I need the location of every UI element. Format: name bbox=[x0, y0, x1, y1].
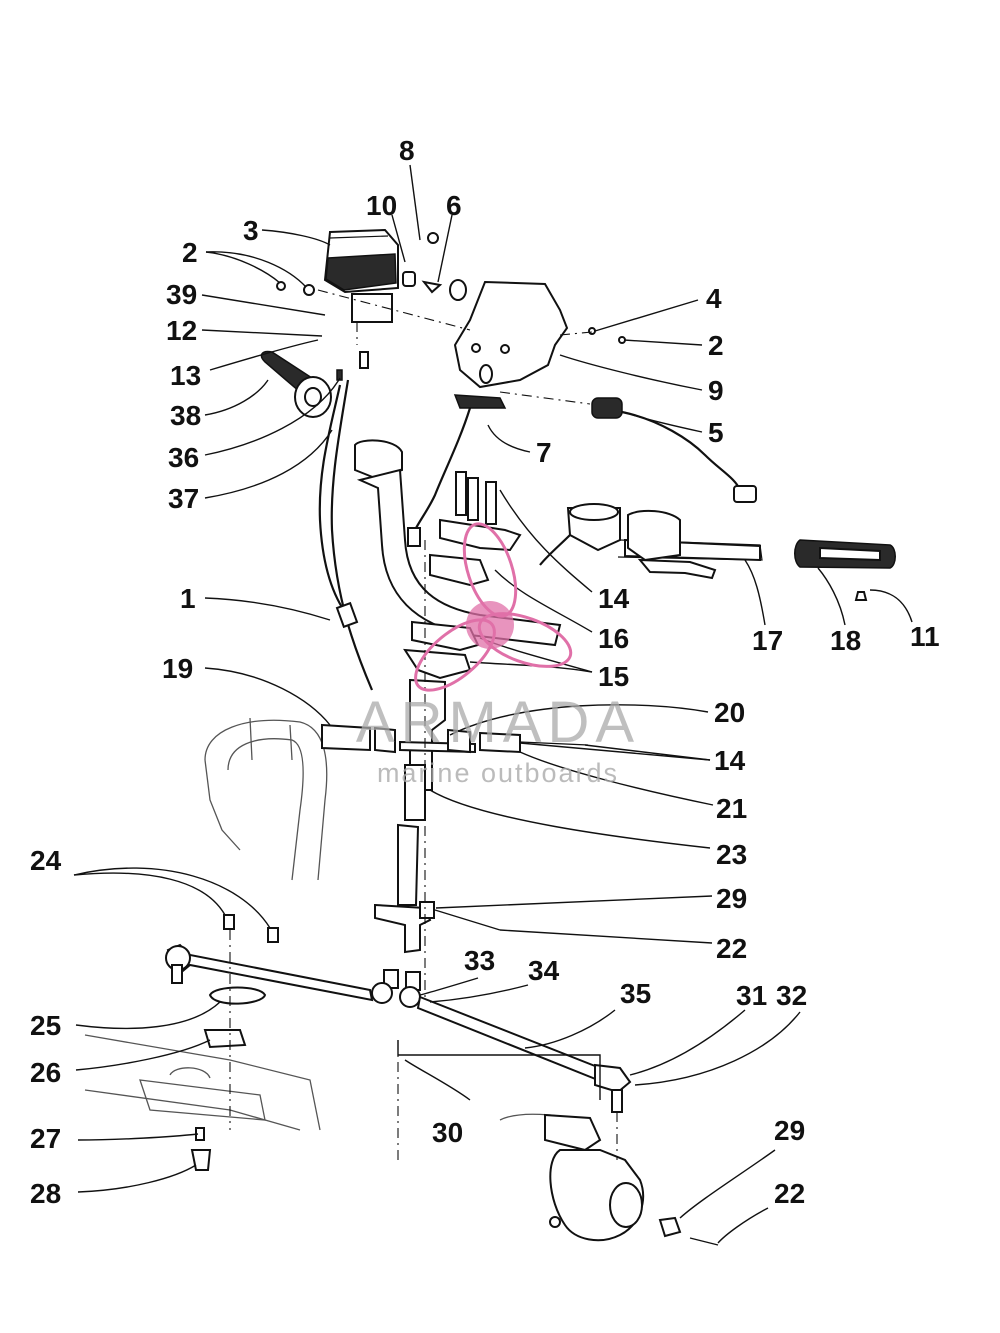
callout-33: 33 bbox=[464, 945, 495, 976]
callout-11: 11 bbox=[910, 621, 940, 652]
chassis-frame bbox=[84, 717, 328, 1131]
callout-17: 17 bbox=[752, 625, 783, 656]
callout-14-lower: 14 bbox=[714, 745, 746, 776]
cables bbox=[318, 379, 374, 691]
callout-7: 7 bbox=[536, 437, 552, 468]
callout-36: 36 bbox=[168, 442, 199, 473]
left-grip-and-throttle bbox=[260, 350, 369, 418]
callout-12: 12 bbox=[166, 315, 197, 346]
callout-26: 26 bbox=[30, 1057, 61, 1088]
callout-23: 23 bbox=[716, 839, 747, 870]
watermark-tagline: marine outboards bbox=[377, 758, 619, 788]
callout-18: 18 bbox=[830, 625, 861, 656]
callout-2-left: 2 bbox=[182, 237, 198, 268]
callout-4: 4 bbox=[706, 283, 722, 314]
callout-16: 16 bbox=[598, 623, 629, 654]
callout-38: 38 bbox=[170, 400, 201, 431]
callout-labels: 8 10 6 3 2 39 12 13 38 36 37 4 2 9 5 7 1… bbox=[30, 135, 940, 1209]
watermark: ARMADA marine outboards bbox=[356, 522, 640, 788]
callout-22-lower: 22 bbox=[774, 1178, 805, 1209]
steering-column bbox=[321, 678, 589, 991]
callout-35: 35 bbox=[620, 978, 651, 1009]
callout-27: 27 bbox=[30, 1123, 61, 1154]
callout-29-upper: 29 bbox=[716, 883, 747, 914]
callout-20: 20 bbox=[714, 697, 745, 728]
callout-19: 19 bbox=[162, 653, 193, 684]
switch-and-cable bbox=[407, 394, 757, 547]
callout-10: 10 bbox=[366, 190, 397, 221]
knuckle bbox=[499, 1113, 719, 1246]
callout-34: 34 bbox=[528, 955, 560, 986]
callout-5: 5 bbox=[708, 417, 724, 448]
callout-29-lower: 29 bbox=[774, 1115, 805, 1146]
propeller-icon bbox=[414, 522, 573, 692]
handlebar-cover bbox=[453, 280, 626, 389]
callout-3: 3 bbox=[243, 215, 259, 246]
callout-2-right: 2 bbox=[708, 330, 724, 361]
right-grip bbox=[794, 539, 896, 601]
callout-37: 37 bbox=[168, 483, 199, 514]
callout-1: 1 bbox=[180, 583, 196, 614]
callout-15: 15 bbox=[598, 661, 629, 692]
callout-9: 9 bbox=[708, 375, 724, 406]
callout-14-upper: 14 bbox=[598, 583, 630, 614]
tie-rods bbox=[165, 914, 632, 1171]
callout-13: 13 bbox=[170, 360, 201, 391]
callout-6: 6 bbox=[446, 190, 462, 221]
speedometer-assembly bbox=[276, 228, 467, 323]
bolts-and-clamps bbox=[403, 471, 522, 680]
callout-31: 31 bbox=[736, 980, 767, 1011]
callout-39: 39 bbox=[166, 279, 197, 310]
callout-22-upper: 22 bbox=[716, 933, 747, 964]
callout-25: 25 bbox=[30, 1010, 61, 1041]
callout-24: 24 bbox=[30, 845, 62, 876]
callout-8: 8 bbox=[399, 135, 415, 166]
callout-32: 32 bbox=[776, 980, 807, 1011]
callout-21: 21 bbox=[716, 793, 747, 824]
master-cylinder-and-brake-lever bbox=[539, 503, 717, 580]
callout-30: 30 bbox=[432, 1117, 463, 1148]
centerlines bbox=[229, 289, 618, 1160]
callout-28: 28 bbox=[30, 1178, 61, 1209]
watermark-brand: ARMADA bbox=[356, 690, 640, 755]
